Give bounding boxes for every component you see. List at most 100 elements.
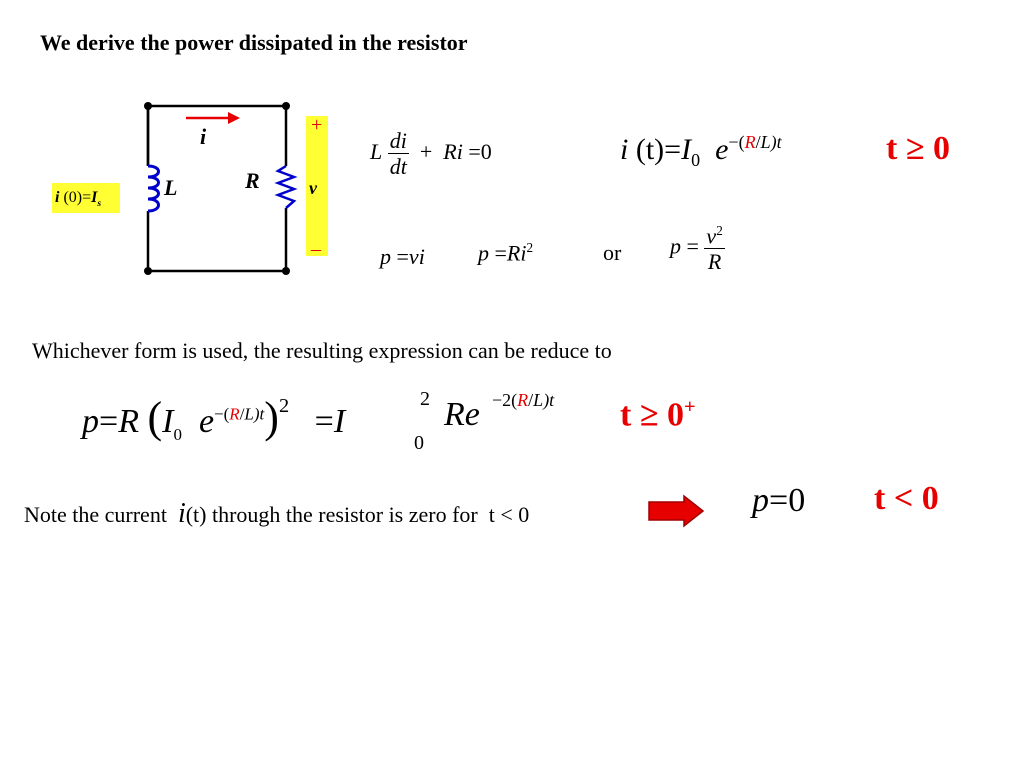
current-arrow-head: [228, 112, 240, 124]
ode-plus: +: [419, 139, 433, 165]
voltage-label: v: [309, 178, 317, 198]
pe-outer-sup: 2: [278, 394, 290, 417]
pri2-i: i: [520, 240, 527, 266]
pe-exp2-post: )t: [543, 390, 555, 410]
resistor-label: R: [245, 168, 260, 193]
ode-fraction: di dt: [387, 128, 409, 179]
power-vi: p =vi: [380, 244, 425, 270]
pvi-v: v: [408, 244, 419, 269]
pe-exp2-L: L: [533, 390, 544, 410]
implication-arrow-shape: [648, 494, 705, 528]
pv2r-fraction: v2 R: [704, 223, 725, 275]
resistor-zigzag: [274, 164, 298, 209]
initial-condition-highlight: [52, 183, 120, 213]
pe-sub0: 0: [173, 424, 182, 444]
rl-circuit-diagram: [52, 102, 328, 275]
slide-title: We derive the power dissipated in the re…: [40, 30, 468, 55]
pvi-eq: =: [396, 244, 409, 269]
sol-sub0: 0: [691, 150, 701, 170]
sol-lhs: i: [620, 133, 629, 166]
pri2-p: p: [478, 240, 489, 266]
pe-exp-slash: /: [239, 404, 245, 424]
sol-I: I: [681, 133, 692, 166]
pz-zero: 0: [788, 482, 806, 519]
note-before: Note the current: [24, 502, 167, 527]
pe-I2: I: [333, 403, 346, 440]
pv2r-v: v: [706, 223, 717, 249]
reduction-sentence: Whichever form is used, the resulting ex…: [32, 338, 612, 363]
pe-sup2: 2: [420, 388, 430, 410]
note-sentence: Note the current i(t) through the resist…: [24, 498, 529, 530]
sol-e: e: [715, 133, 729, 166]
pe-I: I: [162, 403, 174, 440]
ode-equation: L di dt + Ri =0: [370, 130, 492, 178]
pe-exponent: −(R/L)t: [214, 405, 264, 424]
pe-Re: Re: [444, 396, 480, 433]
condition-t-geq-0: t ≥ 0: [886, 130, 950, 167]
minus-sign: –: [311, 238, 321, 260]
cond2-text: t ≥ 0: [620, 396, 684, 434]
pe-exp-R: R: [229, 404, 240, 424]
power-expression: p=R (I0 e−(R/L)t)2 =I: [82, 392, 345, 445]
pri2-R: R: [506, 240, 521, 266]
pvi-p: p: [380, 244, 391, 269]
current-solution: i (t)=I0 e−(R/L)t: [620, 132, 782, 171]
pe-sub2: 0: [414, 432, 424, 454]
ic-eq: =: [82, 189, 92, 206]
ode-R: R: [443, 139, 457, 165]
pe-eq1: =: [99, 403, 119, 440]
sol-exp-L: L: [760, 132, 771, 152]
pri2-eq: =: [494, 240, 507, 266]
note-after: (t) through the resistor is zero for: [185, 502, 478, 527]
node-dot-bottom-left: [144, 267, 152, 275]
plus-sign: +: [311, 114, 323, 136]
sol-exp-R: R: [744, 132, 756, 152]
sol-exponent: −(R/L)t: [728, 132, 781, 152]
pe-e: e: [198, 403, 215, 440]
pv2r-R: R: [707, 249, 722, 275]
node-dot-bottom-right: [282, 267, 290, 275]
pe-lparen: (: [147, 393, 163, 442]
pv2r-num: v2: [704, 223, 725, 250]
pe-exp2-pre: −2(: [492, 390, 518, 410]
inductor-coil: [147, 164, 160, 213]
ode-den: dt: [389, 154, 407, 179]
current-label: i: [200, 124, 207, 149]
pe-exp-post: )t: [253, 404, 265, 424]
pe-R: R: [118, 403, 139, 440]
sol-arg: (t): [635, 133, 665, 166]
node-dot-top-right: [282, 102, 290, 110]
pz-eq: =: [769, 482, 789, 519]
pe-exp2-R: R: [517, 390, 529, 410]
initial-condition: i (0)=Is: [55, 189, 101, 209]
voltage-highlight: [306, 116, 328, 256]
ic-arg: (0): [63, 189, 83, 206]
sol-eq: =: [664, 133, 682, 166]
pe-eq2: =: [314, 403, 334, 440]
sol-exp-post: )t: [770, 132, 782, 152]
implication-arrow: [648, 494, 705, 528]
ode-zero: 0: [480, 139, 492, 165]
pe-rparen: ): [264, 393, 279, 442]
sol-exp-pre: −(: [728, 132, 745, 152]
or-word: or: [603, 240, 622, 265]
pv2r-p: p: [670, 233, 681, 259]
power-ri2: p =Ri2: [478, 240, 533, 266]
pri2-sup: 2: [526, 240, 534, 255]
pe-exp-L: L: [244, 404, 254, 424]
pvi-i: i: [418, 244, 425, 269]
ode-num: di: [387, 128, 409, 154]
ode-L: L: [370, 139, 383, 165]
pz-p: p: [752, 482, 769, 519]
pv2r-eq: =: [686, 233, 699, 259]
pe-exp-pre: −(: [214, 404, 230, 424]
node-dot-top-left: [144, 102, 152, 110]
ode-i: i: [456, 139, 463, 165]
pv2r-sup: 2: [716, 223, 723, 238]
power-v2r: p = v2 R: [670, 224, 725, 273]
cond2-sup: +: [683, 396, 696, 418]
pe-p: p: [82, 403, 99, 440]
ode-eq: =: [468, 139, 481, 165]
pe-exp2-slash: /: [528, 390, 534, 410]
note-i: i: [177, 498, 186, 529]
